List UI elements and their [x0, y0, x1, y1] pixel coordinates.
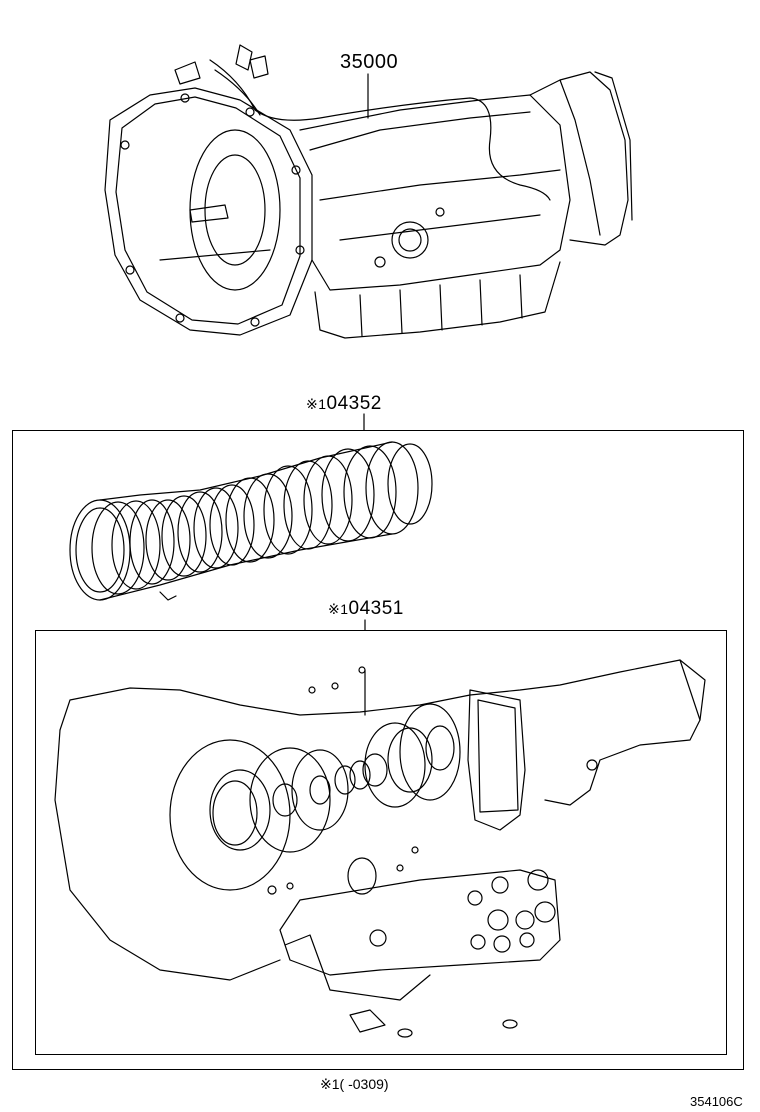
assembly-part-number[interactable]: 35000 [340, 51, 399, 73]
transmission-assembly-drawing [104, 44, 633, 339]
outer-kit-number-text: 04352 [326, 393, 382, 414]
outer-kit-part-number[interactable]: ※104352 [306, 394, 382, 413]
inner-kit-group-box [35, 630, 727, 1055]
footnote-text: ( -0309) [339, 1076, 389, 1092]
footnote-mark: ※1 [320, 1076, 340, 1092]
applicability-footnote: ※1( -0309) [320, 1076, 389, 1093]
outer-kit-note-mark: ※1 [306, 396, 327, 412]
leader-lines [363, 73, 369, 716]
inner-kit-number-text: 04351 [348, 598, 404, 619]
diagram-code: 354106C [690, 1094, 743, 1109]
inner-kit-part-number[interactable]: ※104351 [328, 599, 404, 618]
clutch-plate-stack-drawing [69, 441, 433, 601]
inner-kit-note-mark: ※1 [328, 601, 349, 617]
outer-kit-group-box [12, 430, 744, 1070]
gasket-kit-drawing [54, 659, 706, 1038]
